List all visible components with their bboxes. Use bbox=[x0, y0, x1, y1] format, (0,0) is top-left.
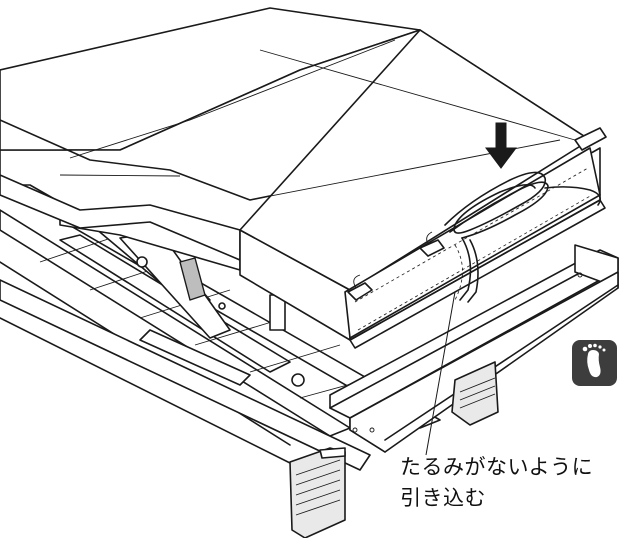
lift-mechanism bbox=[94, 221, 286, 386]
bed-frame bbox=[0, 184, 441, 471]
frame-end bbox=[329, 244, 619, 453]
footprint-icon bbox=[572, 340, 617, 386]
callout-text: たるみがないように 引き込む bbox=[400, 452, 628, 514]
callout-line-2: 引き込む bbox=[400, 486, 486, 510]
callout-leader-line bbox=[425, 291, 456, 456]
coiled-cable bbox=[444, 171, 601, 303]
down-arrow-icon bbox=[485, 122, 517, 169]
bed-legs bbox=[289, 361, 499, 538]
callout-line-1: たるみがないように bbox=[400, 455, 594, 479]
